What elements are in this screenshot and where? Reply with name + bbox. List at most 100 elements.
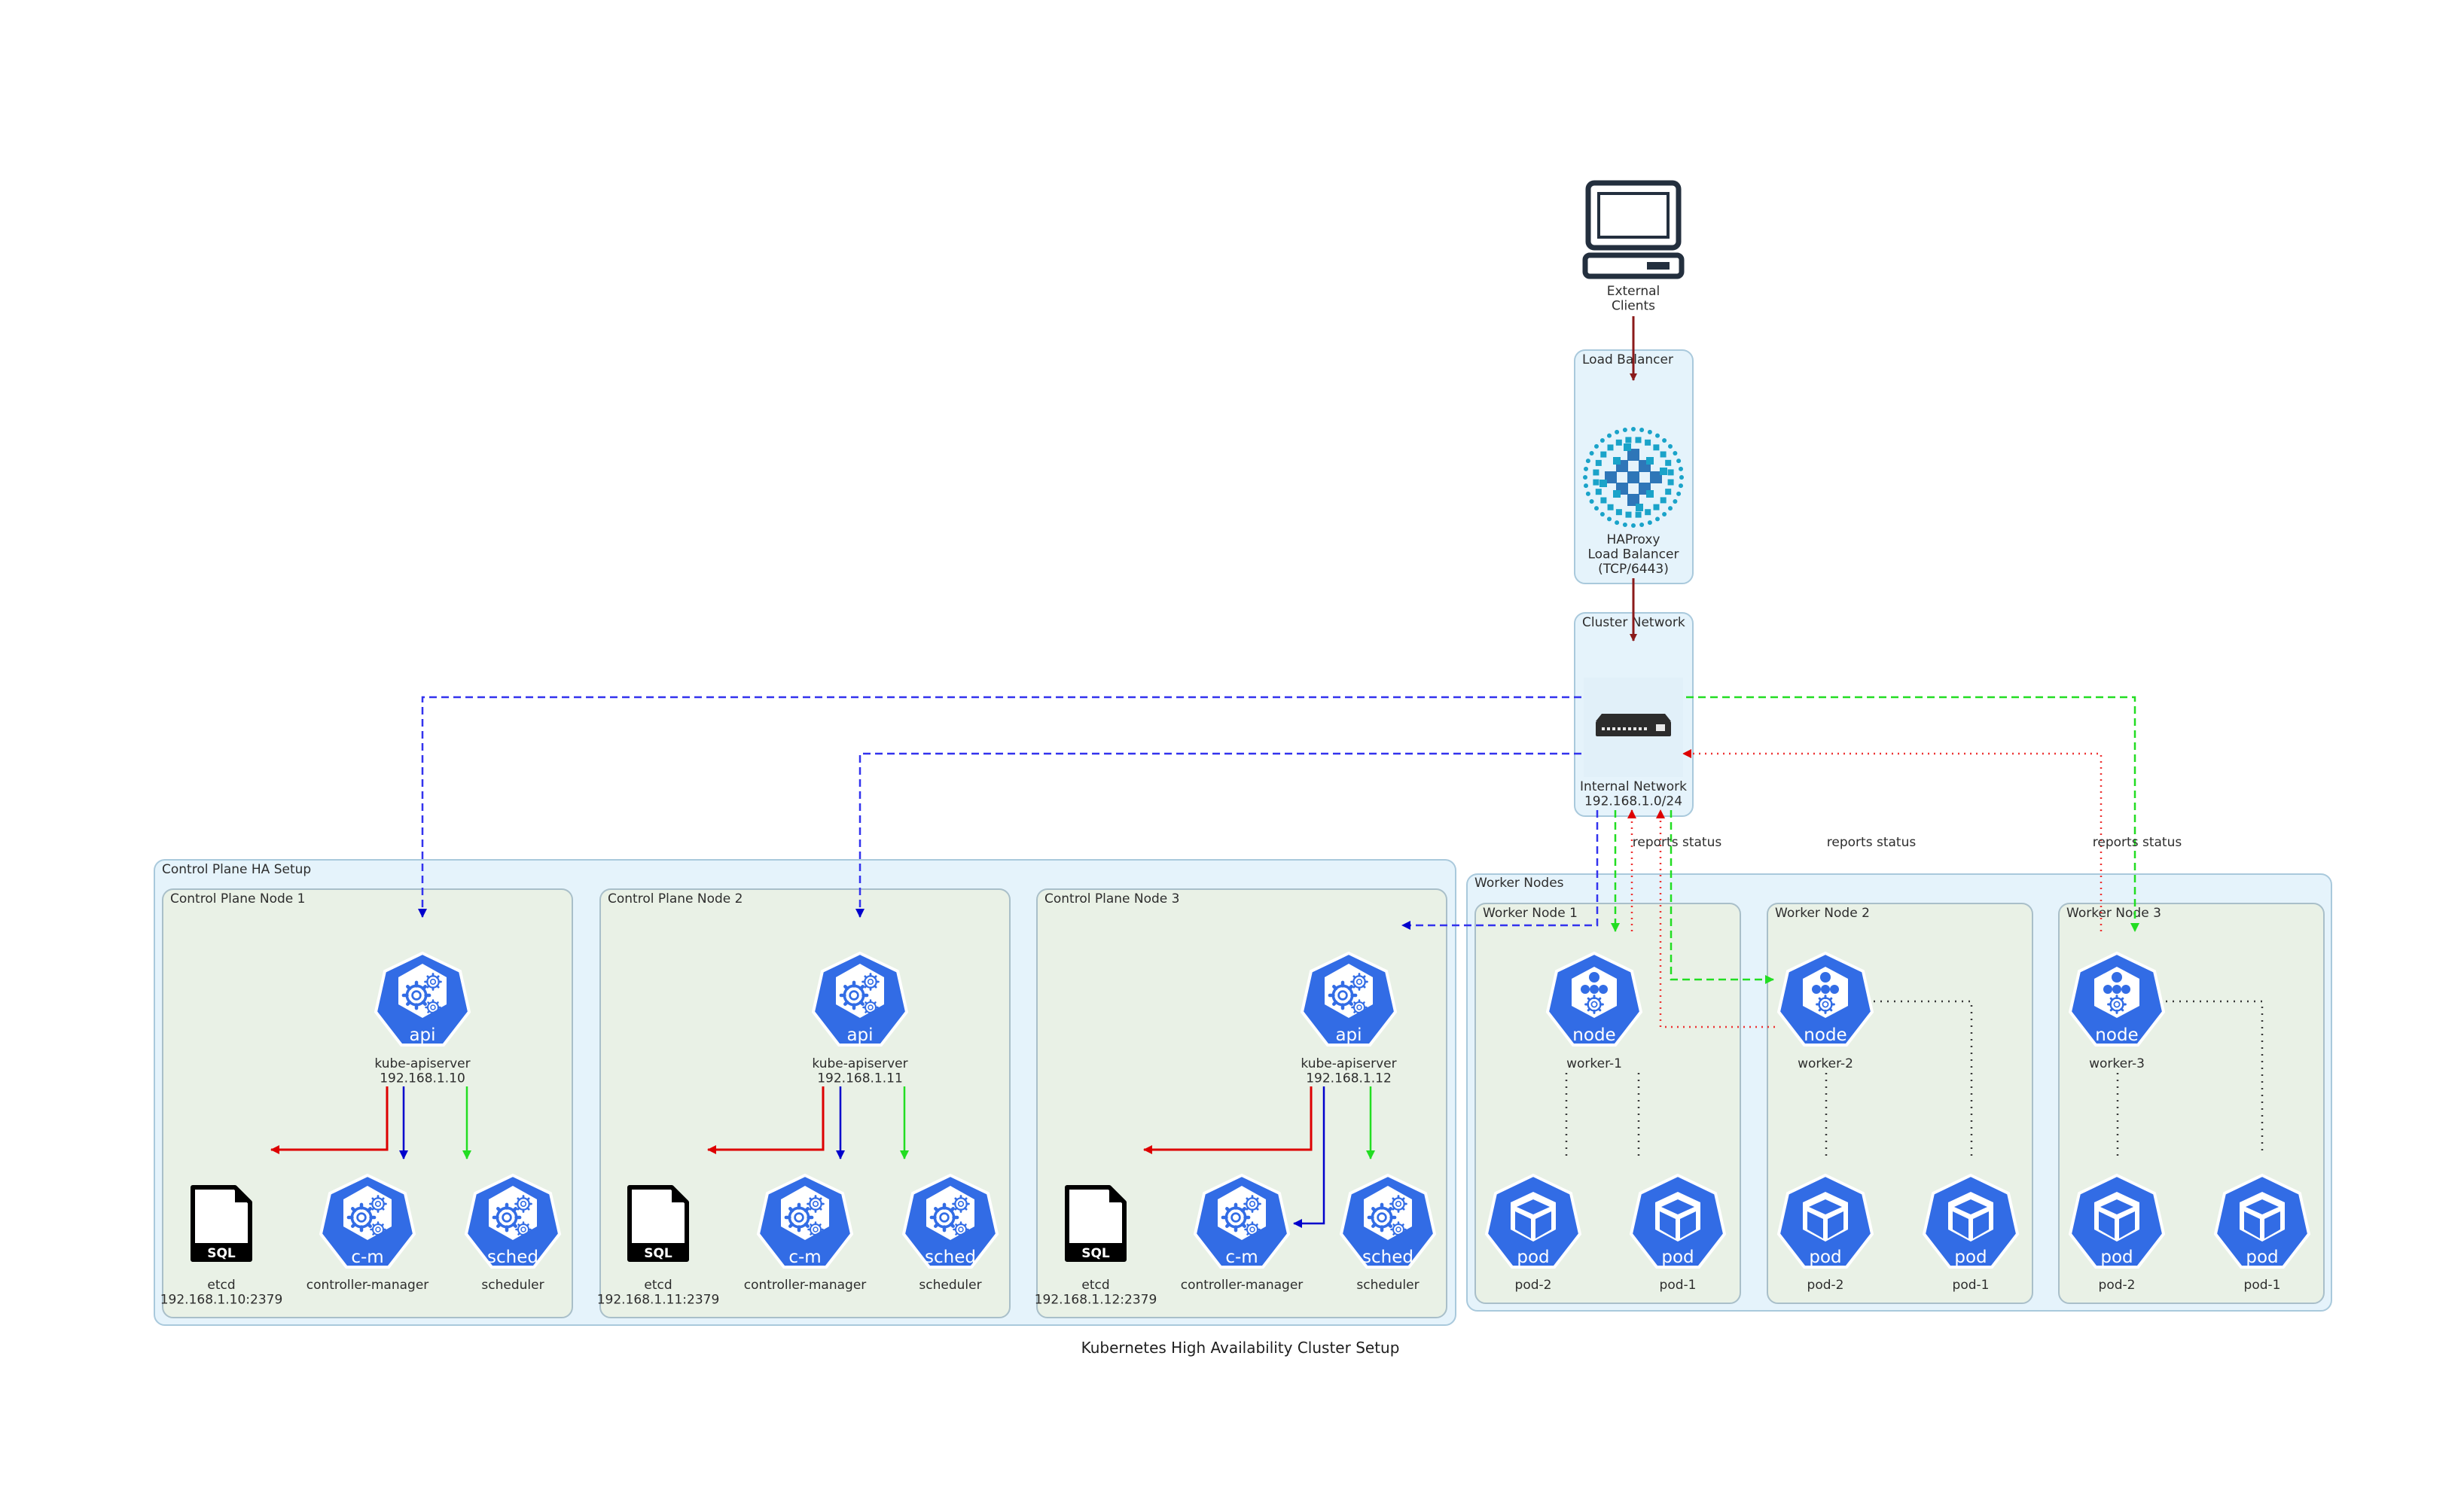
node-icon: node [2069,952,2165,1047]
pod-icon: pod [1923,1174,2019,1269]
worker-3-pod-1[interactable]: pod pod-2 [2069,1174,2165,1293]
controller-manager-icon: c-m [319,1174,416,1269]
svg-text:Load Balancer: Load Balancer [1582,352,1673,367]
diagram-title: Kubernetes High Availability Cluster Set… [1081,1339,1400,1357]
controller-manager-icon: c-m [1194,1174,1290,1269]
scheduler-icon: sched [465,1174,561,1269]
worker-1-label: worker-1 [1566,1056,1622,1071]
svg-text:Control Plane HA Setup: Control Plane HA Setup [162,862,311,877]
worker-3-pod-2[interactable]: pod pod-1 [2214,1174,2310,1293]
svg-text:node: node [2095,1025,2138,1045]
svg-text:api: api [846,1025,873,1045]
svg-text:Worker Nodes: Worker Nodes [1474,876,1564,891]
worker-2-pod-2-label: pod-1 [1953,1278,1990,1293]
svg-text:c-m: c-m [351,1248,383,1267]
scheduler-3[interactable]: sched scheduler [1340,1174,1436,1293]
sql-file-icon: SQL [630,1187,687,1261]
scheduler-2-label: scheduler [919,1278,981,1293]
sql-file-icon: SQL [193,1187,250,1261]
edge-network-to-worker-3 [1686,696,2139,932]
svg-text:node: node [1804,1025,1846,1045]
svg-text:sched: sched [487,1248,538,1267]
pod-icon: pod [1630,1174,1726,1269]
worker-3-pod-1-label: pod-2 [2099,1278,2136,1293]
edge-label-reports-status-3: reports status [2093,835,2182,850]
worker-1-pod-1-label: pod-2 [1515,1278,1552,1293]
svg-text:c-m: c-m [1225,1248,1258,1267]
edge-api2-to-etcd2 [707,1086,825,1154]
worker-1-pod-2-label: pod-1 [1660,1278,1697,1293]
api-icon: api [812,952,908,1047]
svg-text:Control Plane Node 3: Control Plane Node 3 [1044,891,1179,906]
scheduler-icon: sched [902,1174,999,1269]
worker-3-label: worker-3 [2089,1056,2145,1071]
sql-file-icon: SQL [1067,1187,1124,1261]
scheduler-2[interactable]: sched scheduler [902,1174,999,1293]
svg-text:Worker Node 3: Worker Node 3 [2066,906,2161,921]
scheduler-3-label: scheduler [1356,1278,1419,1293]
svg-text:pod: pod [2246,1248,2278,1267]
edge-network-to-api-3 [1401,810,1599,930]
scheduler-icon: sched [1340,1174,1436,1269]
svg-text:Control Plane Node 2: Control Plane Node 2 [608,891,743,906]
svg-text:pod: pod [2100,1248,2133,1267]
controller-manager-2[interactable]: c-m controller-manager [744,1174,867,1293]
pod-icon: pod [1777,1174,1874,1269]
svg-text:pod: pod [1954,1248,1987,1267]
svg-text:SQL: SQL [207,1246,236,1261]
svg-text:sched: sched [925,1248,976,1267]
scheduler-1-label: scheduler [481,1278,544,1293]
node-icon: node [1546,952,1642,1047]
worker-3[interactable]: node worker-3 [2069,952,2165,1071]
svg-text:api: api [1335,1025,1362,1045]
worker-2[interactable]: node worker-2 [1777,952,1874,1071]
edge-worker3-pod1 [2166,1000,2264,1156]
controller-manager-2-label: controller-manager [744,1278,867,1293]
controller-manager-3-label: controller-manager [1181,1278,1304,1293]
svg-text:node: node [1572,1025,1615,1045]
svg-text:c-m: c-m [788,1248,821,1267]
network-switch-icon [1584,678,1683,777]
edge-label-reports-status-1: reports status [1633,835,1722,850]
haproxy-icon [1583,427,1684,528]
computer-icon [1582,180,1685,279]
svg-text:sched: sched [1362,1248,1413,1267]
worker-2-label: worker-2 [1798,1056,1853,1071]
scheduler-1[interactable]: sched scheduler [465,1174,561,1293]
edge-label-reports-status-2: reports status [1827,835,1917,850]
edge-api3-to-cm3 [1293,1086,1325,1228]
svg-text:Worker Node 2: Worker Node 2 [1775,906,1870,921]
worker-1-pod-2[interactable]: pod pod-1 [1630,1174,1726,1293]
worker-1[interactable]: node worker-1 [1546,952,1642,1071]
cluster-load-balancer: Load Balancer [1574,349,1694,584]
node-icon: node [1777,952,1874,1047]
worker-2-pod-2[interactable]: pod pod-1 [1923,1174,2019,1293]
svg-text:pod: pod [1809,1248,1841,1267]
worker-3-pod-2-label: pod-1 [2244,1278,2281,1293]
worker-components: node worker-1 pod pod-2 pod pod-1 node worker-2… [1485,952,2310,1293]
edge-network-to-api-1 [418,696,1581,918]
controller-manager-3[interactable]: c-m controller-manager [1181,1174,1304,1293]
edge-worker-2-reports [1656,809,1775,1028]
